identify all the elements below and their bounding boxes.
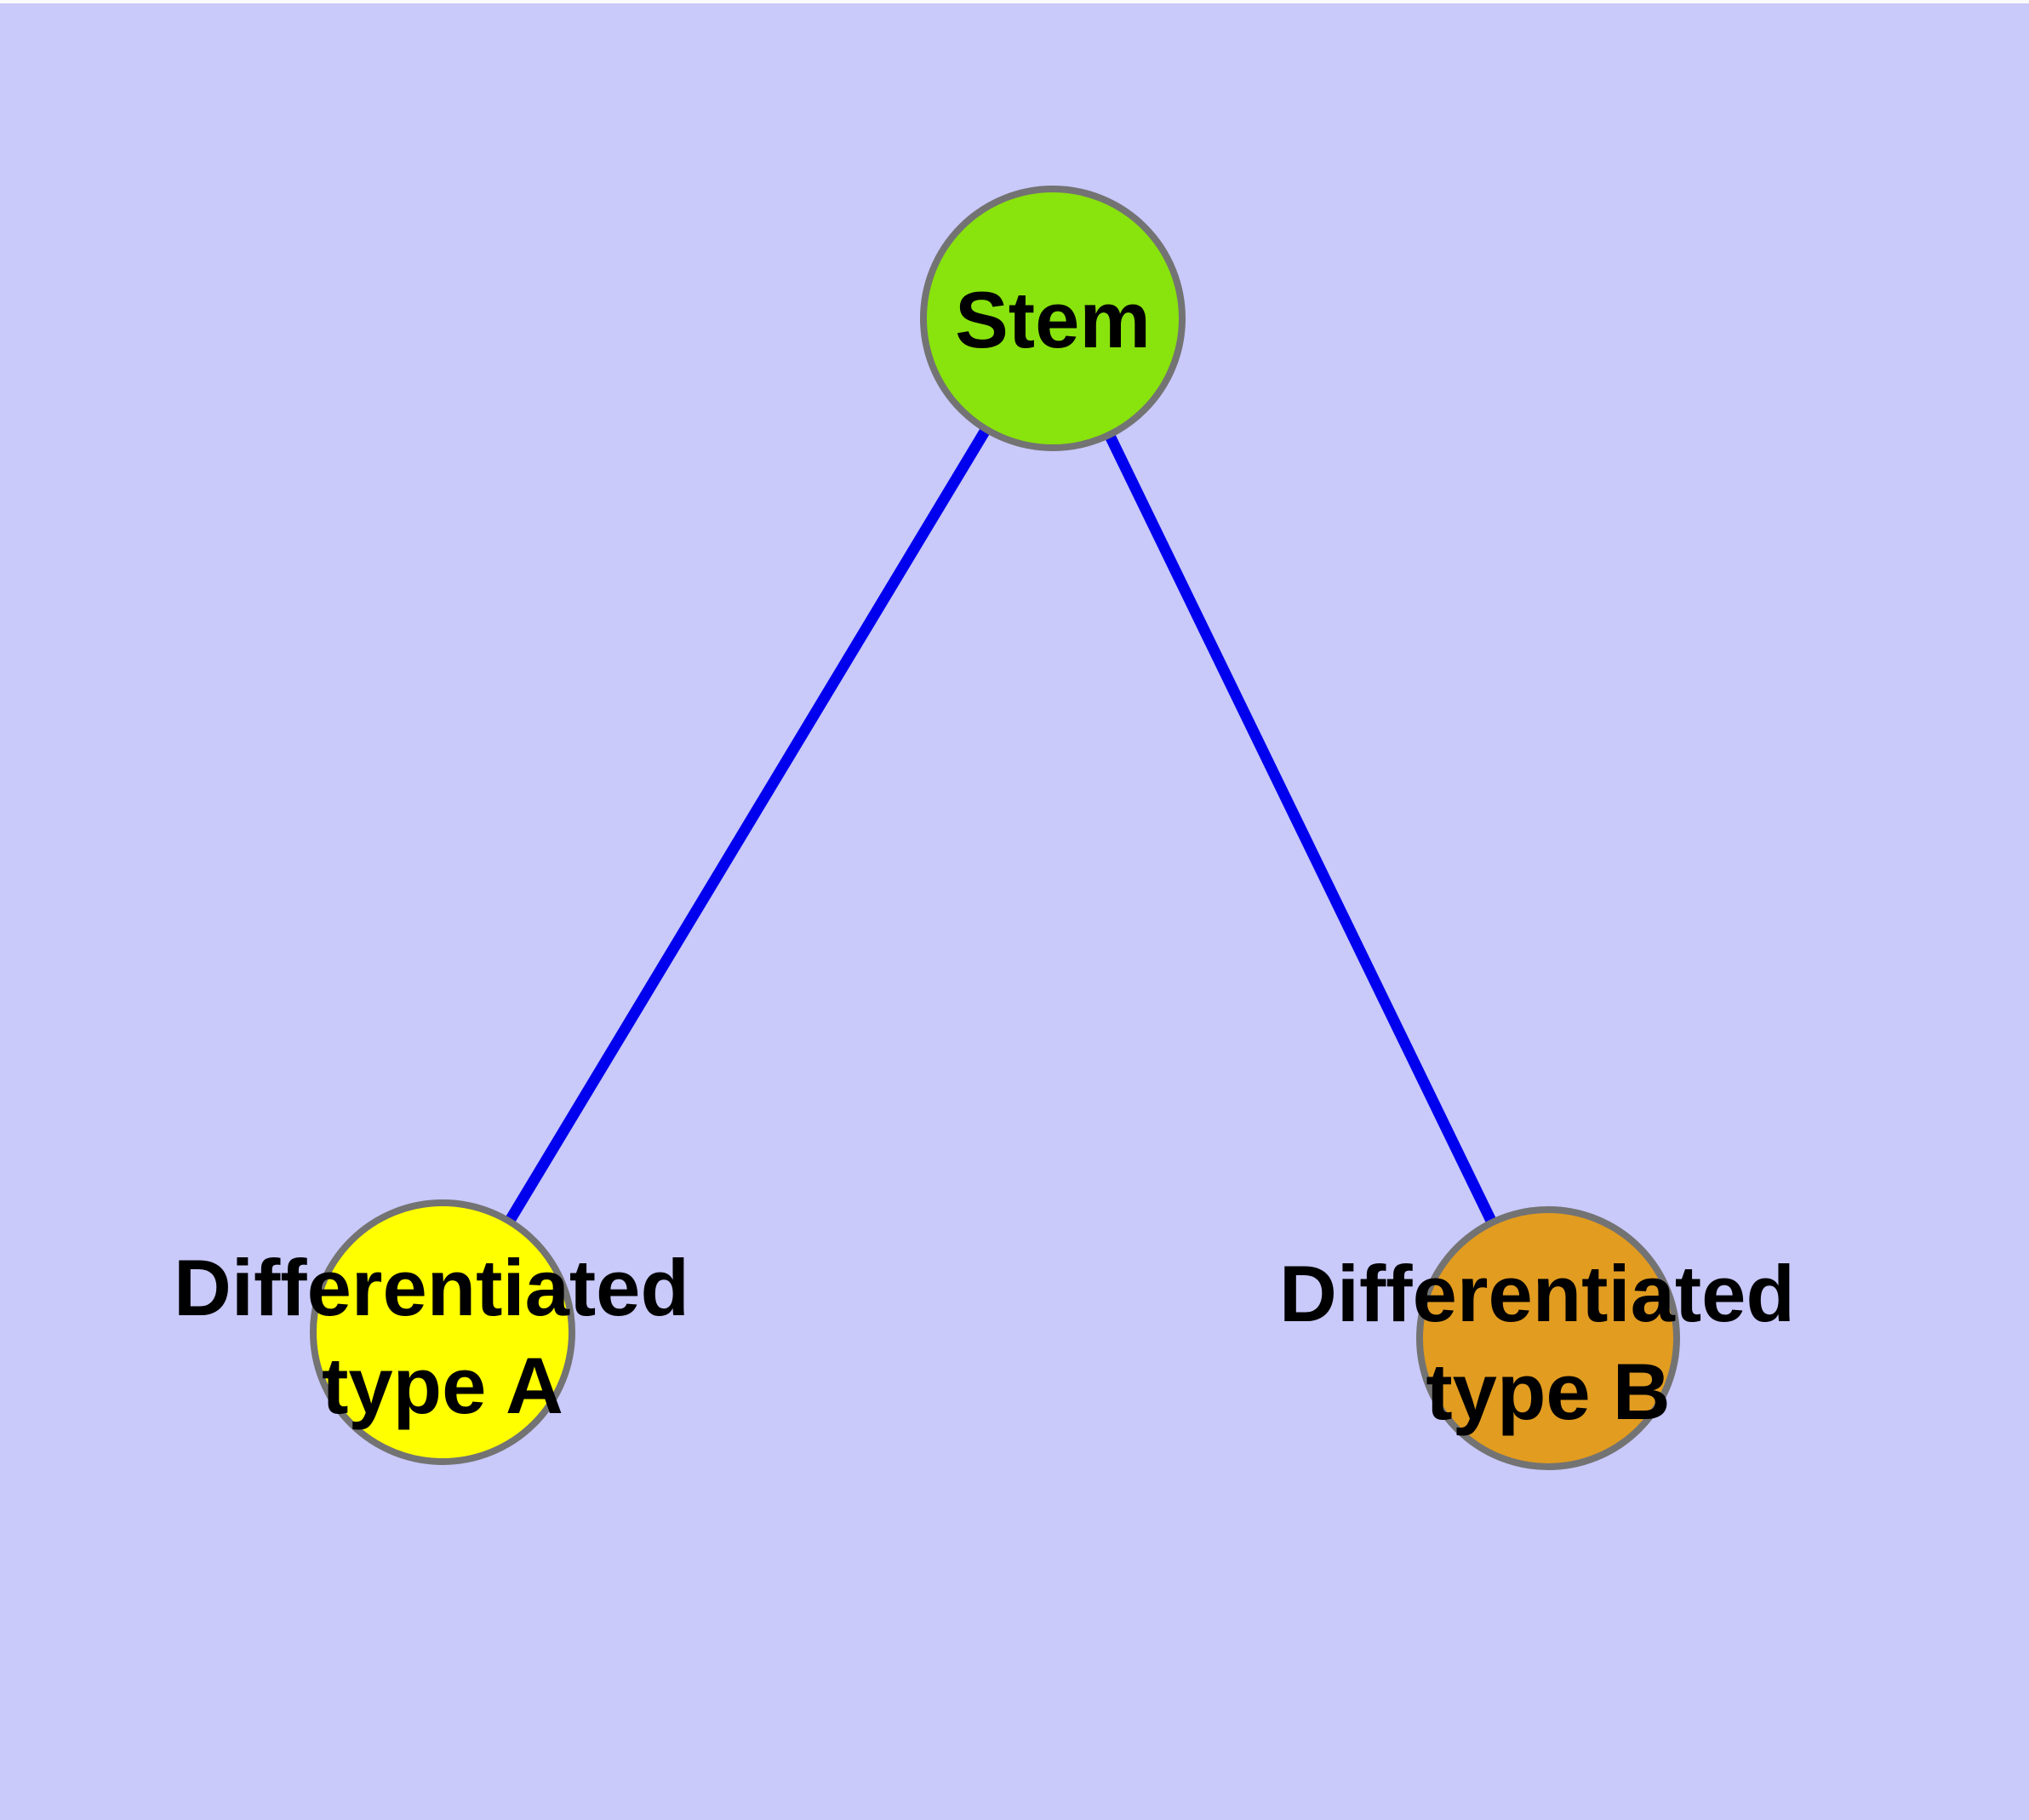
node-differentiated-type-a-label: Differentiated type A (174, 1243, 712, 1430)
graph-svg: Stem Differentiated type A Differentiate… (174, 186, 1817, 1470)
node-differentiated-type-a-circle (310, 1199, 575, 1465)
node-differentiated-type-b-label: Differentiated type B (1279, 1249, 1817, 1436)
node-differentiated-type-a-label-line1: Differentiated (174, 1243, 689, 1332)
node-differentiated-type-a: Differentiated type A (174, 1199, 712, 1465)
node-differentiated-type-b-label-line1: Differentiated (1279, 1249, 1795, 1338)
node-stem-label: Stem (955, 275, 1151, 364)
node-differentiated-type-a-label-line2: type A (322, 1341, 563, 1430)
node-differentiated-type-b: Differentiated type B (1279, 1206, 1817, 1470)
node-differentiated-type-b-label-line2: type B (1426, 1347, 1670, 1436)
node-stem-label-line1: Stem (955, 275, 1151, 364)
edge-stem-to-type-b (1048, 316, 1553, 1341)
node-stem: Stem (920, 186, 1186, 451)
edge-stem-to-type-a (437, 315, 1058, 1336)
node-stem-circle (920, 186, 1186, 451)
diagram-canvas: Stem Differentiated type A Differentiate… (0, 3, 2029, 1820)
node-differentiated-type-b-circle (1416, 1206, 1680, 1470)
